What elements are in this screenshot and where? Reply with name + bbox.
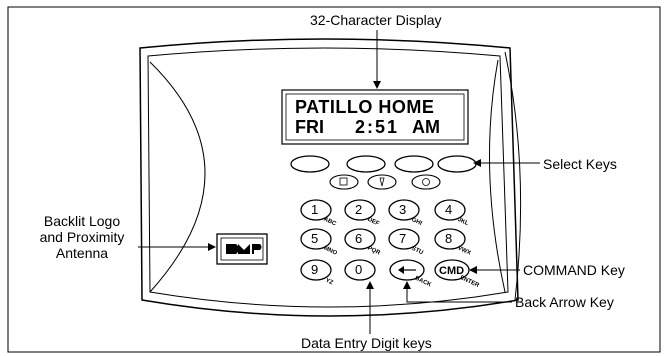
key-5[interactable] — [300, 228, 332, 250]
key-2[interactable] — [344, 199, 376, 221]
key-6-digit: 6 — [355, 231, 363, 246]
display-label: 32-Character Display — [310, 12, 442, 28]
key-8[interactable] — [434, 228, 466, 250]
select-key-1[interactable] — [290, 155, 330, 173]
display-line-1: PATILLO HOME — [295, 97, 435, 117]
logo-label-line-1: Backlit Logo — [43, 213, 121, 229]
key-9-digit: 9 — [311, 262, 319, 277]
key-7[interactable] — [388, 228, 420, 250]
key-1-digit: 1 — [311, 202, 319, 217]
shield-icon — [339, 177, 348, 186]
digit-keys — [300, 199, 470, 281]
digit-keys-label: Data Entry Digit keys — [301, 335, 432, 351]
key-8-digit: 8 — [445, 231, 453, 246]
key-0-digit: 0 — [355, 262, 363, 277]
medical-icon — [379, 177, 385, 187]
key-2-digit: 2 — [355, 202, 363, 217]
command-key-label: COMMAND Key — [523, 262, 625, 278]
key-6[interactable] — [344, 228, 376, 250]
back-arrow-key-label: Back Arrow Key — [515, 294, 614, 310]
key-9[interactable] — [300, 259, 332, 281]
logo-label-line-3: Antenna — [55, 245, 109, 261]
select-keys — [290, 155, 477, 173]
fire-icon — [422, 178, 430, 186]
back-arrow-icon — [398, 266, 416, 274]
function-key-1[interactable] — [329, 174, 359, 190]
function-keys — [329, 174, 441, 190]
key-5-digit: 5 — [311, 231, 319, 246]
key-7-digit: 7 — [399, 231, 407, 246]
dmp-logo — [216, 233, 268, 265]
key-3-digit: 3 — [399, 202, 407, 217]
display-day: FRI — [295, 117, 324, 137]
key-4-digit: 4 — [445, 202, 453, 217]
display-time: 2:51 — [355, 117, 400, 137]
key-1[interactable] — [300, 199, 332, 221]
key-3[interactable] — [388, 199, 420, 221]
callout-lines — [138, 30, 540, 334]
display-ampm: AM — [412, 117, 440, 137]
select-key-4[interactable] — [437, 155, 477, 173]
key-4[interactable] — [434, 199, 466, 221]
back-arrow-callout-line — [403, 281, 512, 303]
figure-frame — [7, 6, 661, 353]
key-cmd-label: CMD — [439, 265, 465, 277]
select-key-3[interactable] — [394, 155, 434, 173]
select-keys-label: Select Keys — [543, 156, 617, 172]
key-0[interactable] — [344, 259, 376, 281]
lcd-display — [281, 89, 469, 145]
function-key-3[interactable] — [411, 174, 441, 190]
logo-label-line-2: and Proximity — [39, 229, 125, 245]
select-key-2[interactable] — [346, 155, 386, 173]
function-key-2[interactable] — [367, 174, 397, 190]
